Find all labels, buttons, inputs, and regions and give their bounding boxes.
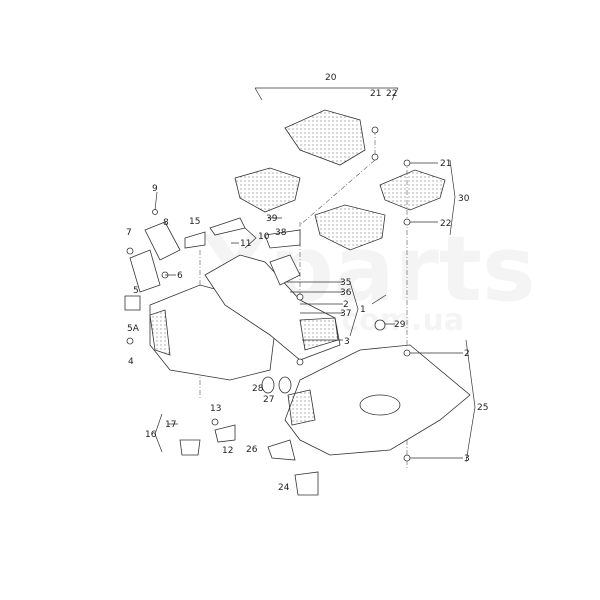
callout-3: 3 xyxy=(464,454,470,464)
bracket-30 xyxy=(449,159,456,236)
bracket-24 xyxy=(294,471,319,496)
callout-38: 38 xyxy=(275,228,287,238)
callout-7: 7 xyxy=(126,228,132,238)
grommet-27 xyxy=(278,376,292,394)
callout-27: 27 xyxy=(263,395,274,405)
callout-11: 11 xyxy=(240,239,251,249)
insulation-15 xyxy=(184,231,206,249)
holder-12 xyxy=(214,424,236,443)
callout-39: 39 xyxy=(266,214,278,224)
footrest-bracket xyxy=(129,249,161,293)
bracket-25 xyxy=(465,339,476,463)
callout-28: 28 xyxy=(252,384,264,394)
callout-30: 30 xyxy=(458,194,470,204)
floor-mat-rear-right xyxy=(314,204,386,251)
callout-4: 4 xyxy=(128,357,134,367)
callout-12: 12 xyxy=(222,446,233,456)
callout-37: 37 xyxy=(340,309,351,319)
clip-5a xyxy=(124,295,141,311)
bracket-16 xyxy=(154,413,163,453)
callout-1: 1 xyxy=(360,305,366,315)
callout-29: 29 xyxy=(394,320,406,330)
callout-16: 16 xyxy=(145,430,157,440)
floor-mat-rear-large xyxy=(284,109,366,166)
floor-mat-front-right xyxy=(379,169,446,211)
callout-labels: 20 21 22 21 30 22 9 8 7 15 11 10 39 38 6… xyxy=(126,73,488,493)
callout-21: 21 xyxy=(370,89,381,99)
callout-21: 21 xyxy=(440,159,451,169)
callout-15: 15 xyxy=(189,217,200,227)
clip-16 xyxy=(179,439,201,456)
callout-9: 9 xyxy=(152,184,158,194)
callout-22: 22 xyxy=(386,89,397,99)
callout-2: 2 xyxy=(464,349,470,359)
holder-38 xyxy=(264,229,301,249)
callout-35: 35 xyxy=(340,278,351,288)
callout-2: 2 xyxy=(343,300,349,310)
watermark-sub: .com.ua xyxy=(330,303,464,338)
callout-3: 3 xyxy=(344,337,350,347)
callout-20: 20 xyxy=(325,73,337,83)
callout-13: 13 xyxy=(210,404,221,414)
callout-22: 22 xyxy=(440,219,451,229)
callout-6: 6 xyxy=(177,271,183,281)
callout-25: 25 xyxy=(477,403,488,413)
floor-mat-front-left xyxy=(234,167,301,213)
bracket-10 xyxy=(244,227,257,249)
cover-26 xyxy=(267,439,296,461)
callout-5: 5 xyxy=(133,286,139,296)
vent-grille xyxy=(269,254,301,286)
callout-24: 24 xyxy=(278,483,290,493)
callout-26: 26 xyxy=(246,445,258,455)
bracket-1 xyxy=(349,281,359,337)
callout-17: 17 xyxy=(165,420,176,430)
grommet-28 xyxy=(261,376,275,394)
callout-10: 10 xyxy=(258,232,270,242)
insulation-10 xyxy=(209,217,246,236)
footrest-pad xyxy=(144,221,181,261)
clip-29 xyxy=(374,319,386,331)
callout-5a: 5A xyxy=(127,324,140,334)
callout-36: 36 xyxy=(340,288,352,298)
callout-8: 8 xyxy=(163,218,169,228)
